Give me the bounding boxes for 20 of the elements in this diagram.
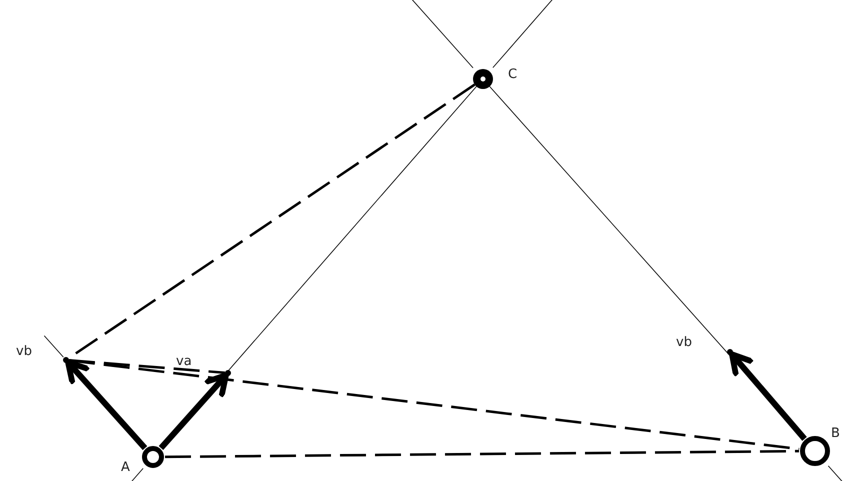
point-label: C [508, 67, 518, 82]
point-marker [141, 445, 165, 469]
vector-arrow [158, 372, 229, 450]
point-marker [472, 68, 494, 90]
point-label: A [121, 460, 130, 475]
point-label: vb [16, 344, 32, 359]
point-marker [799, 435, 831, 467]
point-label: va [176, 354, 192, 369]
dashed-line [164, 450, 800, 458]
vector-tip [726, 348, 734, 356]
dashed-line [68, 359, 800, 450]
vector-arrow [729, 351, 807, 441]
point-label: vb [676, 335, 692, 350]
vector-tip [224, 369, 232, 377]
line [489, 86, 805, 440]
vector-arrow [65, 359, 148, 450]
line [160, 86, 477, 448]
dashed-line [68, 359, 226, 374]
point-label: B [831, 426, 840, 441]
vector-tip [62, 356, 70, 364]
